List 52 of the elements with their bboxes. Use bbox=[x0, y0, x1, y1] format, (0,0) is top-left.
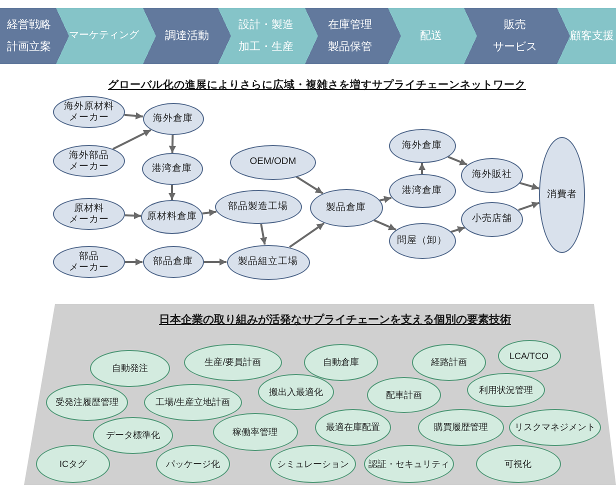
step-label: 調達活動 bbox=[165, 30, 209, 42]
ellipse-node: OEM/ODM bbox=[230, 144, 316, 180]
arrow bbox=[518, 202, 540, 211]
step-label: 販売 bbox=[504, 18, 526, 32]
arrow bbox=[448, 156, 468, 166]
arrow bbox=[374, 219, 396, 231]
arrow bbox=[289, 222, 325, 248]
step-label: 経営戦略 bbox=[7, 18, 51, 32]
ellipse-node: 原材料メーカー bbox=[53, 198, 125, 230]
arrow bbox=[379, 196, 392, 203]
step-label: サービス bbox=[493, 40, 537, 54]
step-label: 加工・生産 bbox=[238, 40, 294, 54]
ellipse-node: 消費者 bbox=[539, 137, 585, 253]
ellipse-node: 港湾倉庫 bbox=[388, 174, 456, 208]
step-label: 在庫管理 bbox=[328, 18, 372, 32]
ellipse-node: 問屋（卸） bbox=[388, 223, 456, 259]
arrow bbox=[124, 212, 142, 220]
arrow bbox=[260, 224, 268, 245]
arrow bbox=[168, 185, 176, 200]
arrow bbox=[202, 209, 216, 216]
arrow bbox=[125, 258, 142, 266]
arrow bbox=[519, 182, 540, 190]
panel-heading: 日本企業の取り組みが活発なサプライチェーンを支える個別の要素技術 bbox=[159, 314, 511, 328]
ellipse-node: 部品製造工場 bbox=[214, 190, 302, 224]
ellipse-node: 海外原材料メーカー bbox=[53, 96, 125, 128]
ellipse-node: 海外倉庫 bbox=[388, 129, 456, 163]
ellipse-node: 港湾倉庫 bbox=[142, 153, 202, 185]
step-label: 設計・製造 bbox=[238, 18, 294, 32]
arrow bbox=[124, 112, 143, 120]
arrow bbox=[204, 258, 226, 266]
arrow bbox=[112, 129, 152, 150]
step-label: 製品保管 bbox=[328, 40, 372, 54]
arrow bbox=[168, 134, 176, 154]
arrow bbox=[296, 176, 324, 194]
process-step bbox=[557, 8, 616, 64]
ellipse-node: 部品メーカー bbox=[53, 246, 125, 278]
ellipse-node: 原材料倉庫 bbox=[141, 200, 203, 234]
ellipse-node: 海外部品メーカー bbox=[53, 145, 125, 177]
step-label: 配送 bbox=[420, 30, 442, 42]
process-step bbox=[0, 8, 56, 64]
ellipse-node: 部品倉庫 bbox=[142, 246, 204, 278]
arrow bbox=[418, 163, 426, 174]
ellipse-node: 海外販社 bbox=[461, 158, 523, 192]
section-heading: グローバル化の進展によりさらに広域・複雑さを増すサプライチェーンネットワーク bbox=[108, 79, 526, 92]
step-label: マーケティング bbox=[69, 30, 139, 42]
step-label: 顧客支援 bbox=[570, 30, 614, 42]
step-label: 計画立案 bbox=[7, 40, 51, 54]
ellipse-node: 製品倉庫 bbox=[310, 189, 382, 227]
arrow bbox=[450, 226, 466, 234]
ellipse-node: 海外倉庫 bbox=[142, 103, 204, 135]
ellipse-node: 製品組立工場 bbox=[226, 244, 310, 280]
ellipse-node: 小売店舗 bbox=[461, 202, 523, 236]
